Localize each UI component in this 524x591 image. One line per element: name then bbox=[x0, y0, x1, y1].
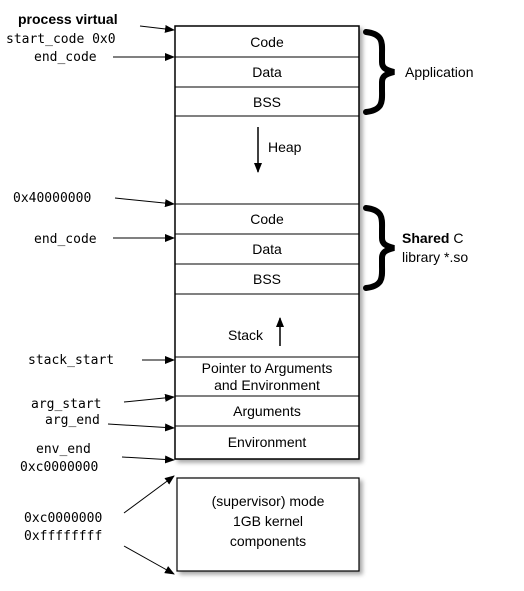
kernel-space: (supervisor) mode 1GB kernel components bbox=[176, 477, 360, 572]
address-labels: process virtual start_code 0x0 end_code … bbox=[6, 11, 175, 575]
arg-end-label: arg_end bbox=[45, 413, 100, 428]
arg-start-arrow bbox=[123, 393, 175, 403]
lib-data-label: Data bbox=[252, 241, 282, 257]
kernel-start-label: 0xc0000000 bbox=[24, 511, 102, 526]
pointer-label-line1: Pointer to Arguments bbox=[202, 360, 333, 376]
user-top-label: 0xc0000000 bbox=[20, 460, 98, 475]
arguments-label: Arguments bbox=[233, 403, 301, 419]
kernel-box bbox=[176, 477, 360, 572]
start-code-label: start_code 0x0 bbox=[6, 32, 116, 47]
process-address-space: Code Data BSS Heap Code Data BSS Stack P… bbox=[174, 25, 360, 460]
stack-start-label: stack_start bbox=[28, 353, 114, 368]
heap-label: Heap bbox=[268, 139, 302, 155]
diagram-title: process virtual bbox=[18, 11, 118, 27]
kernel-label-line1: (supervisor) mode bbox=[212, 493, 325, 509]
env-end-arrow bbox=[121, 455, 175, 464]
kernel-end-arrow bbox=[123, 545, 175, 575]
kernel-label-line3: components bbox=[230, 533, 306, 549]
application-brace bbox=[363, 29, 395, 115]
shared-library-brace bbox=[363, 205, 395, 291]
end-code-app-label: end_code bbox=[34, 50, 97, 65]
shared-rest-word: C bbox=[449, 230, 463, 246]
stack-label: Stack bbox=[228, 327, 264, 343]
app-code-label: Code bbox=[250, 34, 284, 50]
group-labels: Application Shared C library *.so bbox=[363, 29, 474, 291]
lib-base-arrow bbox=[114, 197, 175, 208]
shared-library-label-line2: library *.so bbox=[402, 249, 468, 265]
lib-code-label: Code bbox=[250, 211, 284, 227]
end-code-lib-label: end_code bbox=[34, 232, 97, 247]
app-data-label: Data bbox=[252, 64, 282, 80]
shared-bold-word: Shared bbox=[402, 230, 449, 246]
lib-base-label: 0x40000000 bbox=[13, 191, 91, 206]
shared-library-label-line1: Shared C bbox=[402, 230, 463, 246]
env-end-label: env_end bbox=[36, 442, 91, 457]
arg-start-label: arg_start bbox=[31, 397, 101, 412]
kernel-start-arrow bbox=[123, 475, 175, 514]
application-label: Application bbox=[405, 64, 474, 80]
kernel-label-line2: 1GB kernel bbox=[233, 513, 303, 529]
environment-label: Environment bbox=[228, 434, 307, 450]
arg-end-arrow bbox=[107, 423, 175, 432]
pointer-label-line2: and Environment bbox=[214, 377, 320, 393]
process-column bbox=[174, 25, 360, 460]
start-code-arrow bbox=[139, 24, 175, 33]
lib-bss-label: BSS bbox=[253, 271, 281, 287]
app-bss-label: BSS bbox=[253, 94, 281, 110]
kernel-end-label: 0xffffffff bbox=[24, 529, 102, 544]
